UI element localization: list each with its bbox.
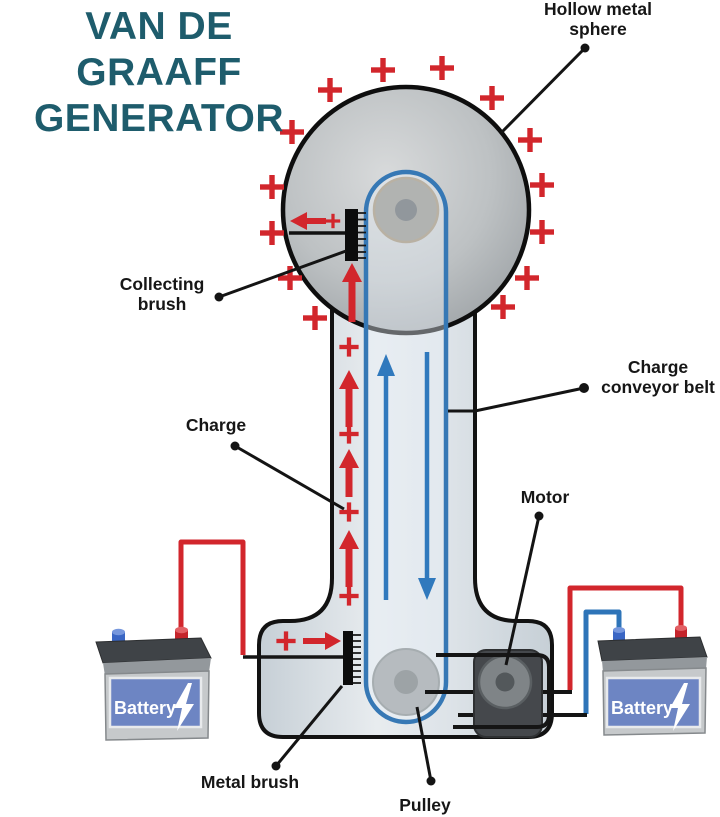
- label-metal-brush: Metal brush: [200, 772, 300, 792]
- battery-right: Battery: [597, 625, 708, 736]
- top-pulley: [372, 176, 440, 244]
- label-charge: Charge: [185, 415, 247, 435]
- title-line-1: VAN DE GRAAFF: [76, 5, 242, 94]
- left-battery-red-wire: [178, 539, 246, 655]
- bottom-pulley: [372, 648, 440, 716]
- title-line-2: GENERATOR: [33, 97, 285, 140]
- belt-up-arrow-icon: [377, 354, 395, 600]
- page-title: VAN DE GRAAFF GENERATOR: [0, 4, 318, 142]
- right-battery-red-wire: [567, 585, 684, 690]
- label-hollow-metal-sphere: Hollow metal sphere: [544, 0, 652, 39]
- right-battery-blue-wire: [583, 609, 622, 714]
- pointer-lines: [214, 43, 590, 786]
- collecting-brush: [289, 209, 366, 261]
- motor-wire-loop: [436, 653, 551, 729]
- battery-left: Battery: [95, 626, 212, 741]
- belt-down-arrow-icon: [418, 352, 436, 600]
- metal-brush: [343, 631, 361, 685]
- battery-right-label: Battery: [611, 698, 673, 718]
- charge-left-arrow: [290, 212, 326, 230]
- battery-left-label: Battery: [114, 698, 176, 718]
- lightning-bolt-icon: [670, 683, 690, 731]
- charge-up-arrows: [339, 263, 362, 587]
- motor: [473, 649, 543, 738]
- lightning-bolt-icon: [174, 683, 194, 731]
- label-charge-conveyor-belt: Charge conveyor belt: [601, 357, 715, 397]
- label-pulley: Pulley: [399, 795, 451, 815]
- charge-conveyor-belt: [363, 169, 449, 725]
- label-collecting-brush: Collecting brush: [119, 274, 205, 314]
- label-motor: Motor: [520, 487, 570, 507]
- charge-right-arrow: [303, 632, 341, 650]
